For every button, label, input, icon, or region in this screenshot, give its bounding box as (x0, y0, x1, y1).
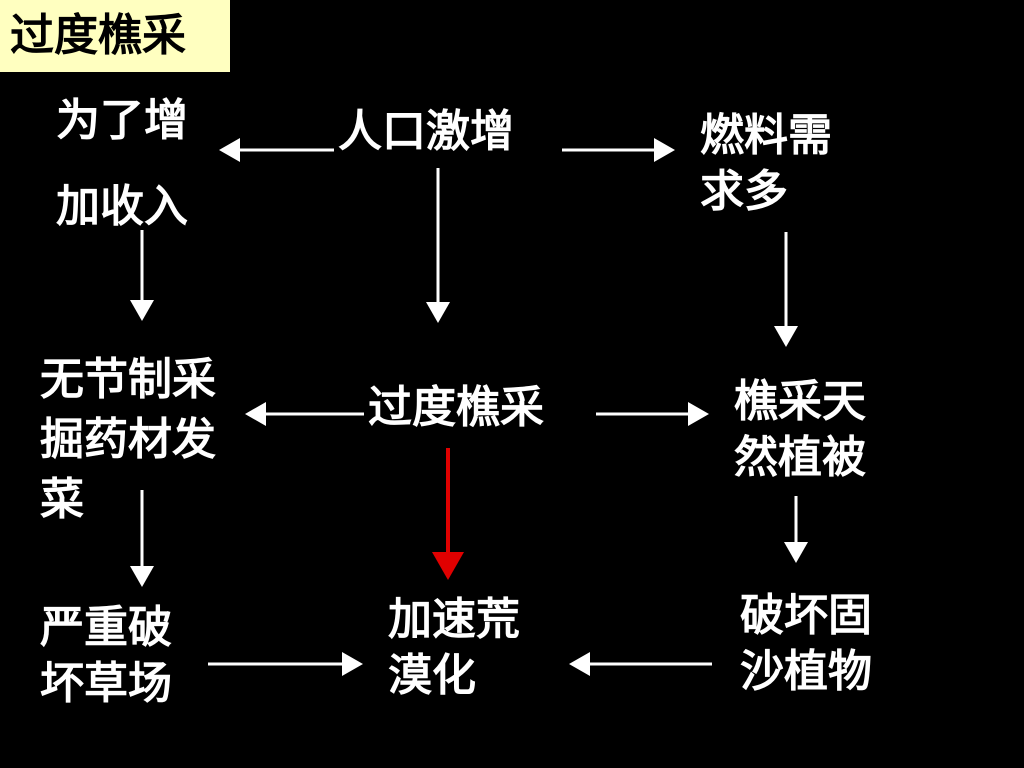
node-line: 樵采天 (734, 376, 866, 427)
node-line: 掘药材发 (40, 414, 216, 465)
node-unregulated-harvest: 无节制采 掘药材发 菜 (40, 350, 216, 530)
node-line: 破坏固 (740, 590, 872, 641)
node-line: 加收入 (56, 181, 188, 232)
slide-title: 过度樵采 (10, 10, 186, 61)
title-box: 过度樵采 (0, 0, 230, 72)
node-line: 菜 (40, 474, 84, 525)
node-desertification: 加速荒 漠化 (388, 592, 520, 704)
node-increase-income: 为了增 加收入 (56, 78, 188, 250)
node-line: 过度樵采 (368, 382, 544, 433)
node-damage-sand-plants: 破坏固 沙植物 (740, 588, 872, 700)
node-line: 燃料需 (700, 110, 832, 161)
node-line: 漠化 (388, 650, 476, 701)
node-over-gathering: 过度樵采 (368, 380, 544, 436)
node-damage-grassland: 严重破 坏草场 (40, 600, 172, 712)
node-line: 人口激增 (338, 106, 514, 157)
node-line: 加速荒 (388, 594, 520, 645)
node-fuel-demand: 燃料需 求多 (700, 108, 832, 220)
node-line: 沙植物 (740, 646, 872, 697)
node-gather-vegetation: 樵采天 然植被 (734, 374, 866, 486)
node-line: 严重破 (40, 602, 172, 653)
node-population-surge: 人口激增 (338, 104, 514, 160)
node-line: 求多 (700, 166, 788, 217)
node-line: 然植被 (734, 432, 866, 483)
node-line: 为了增 (56, 95, 188, 146)
node-line: 无节制采 (40, 354, 216, 405)
node-line: 坏草场 (40, 658, 172, 709)
